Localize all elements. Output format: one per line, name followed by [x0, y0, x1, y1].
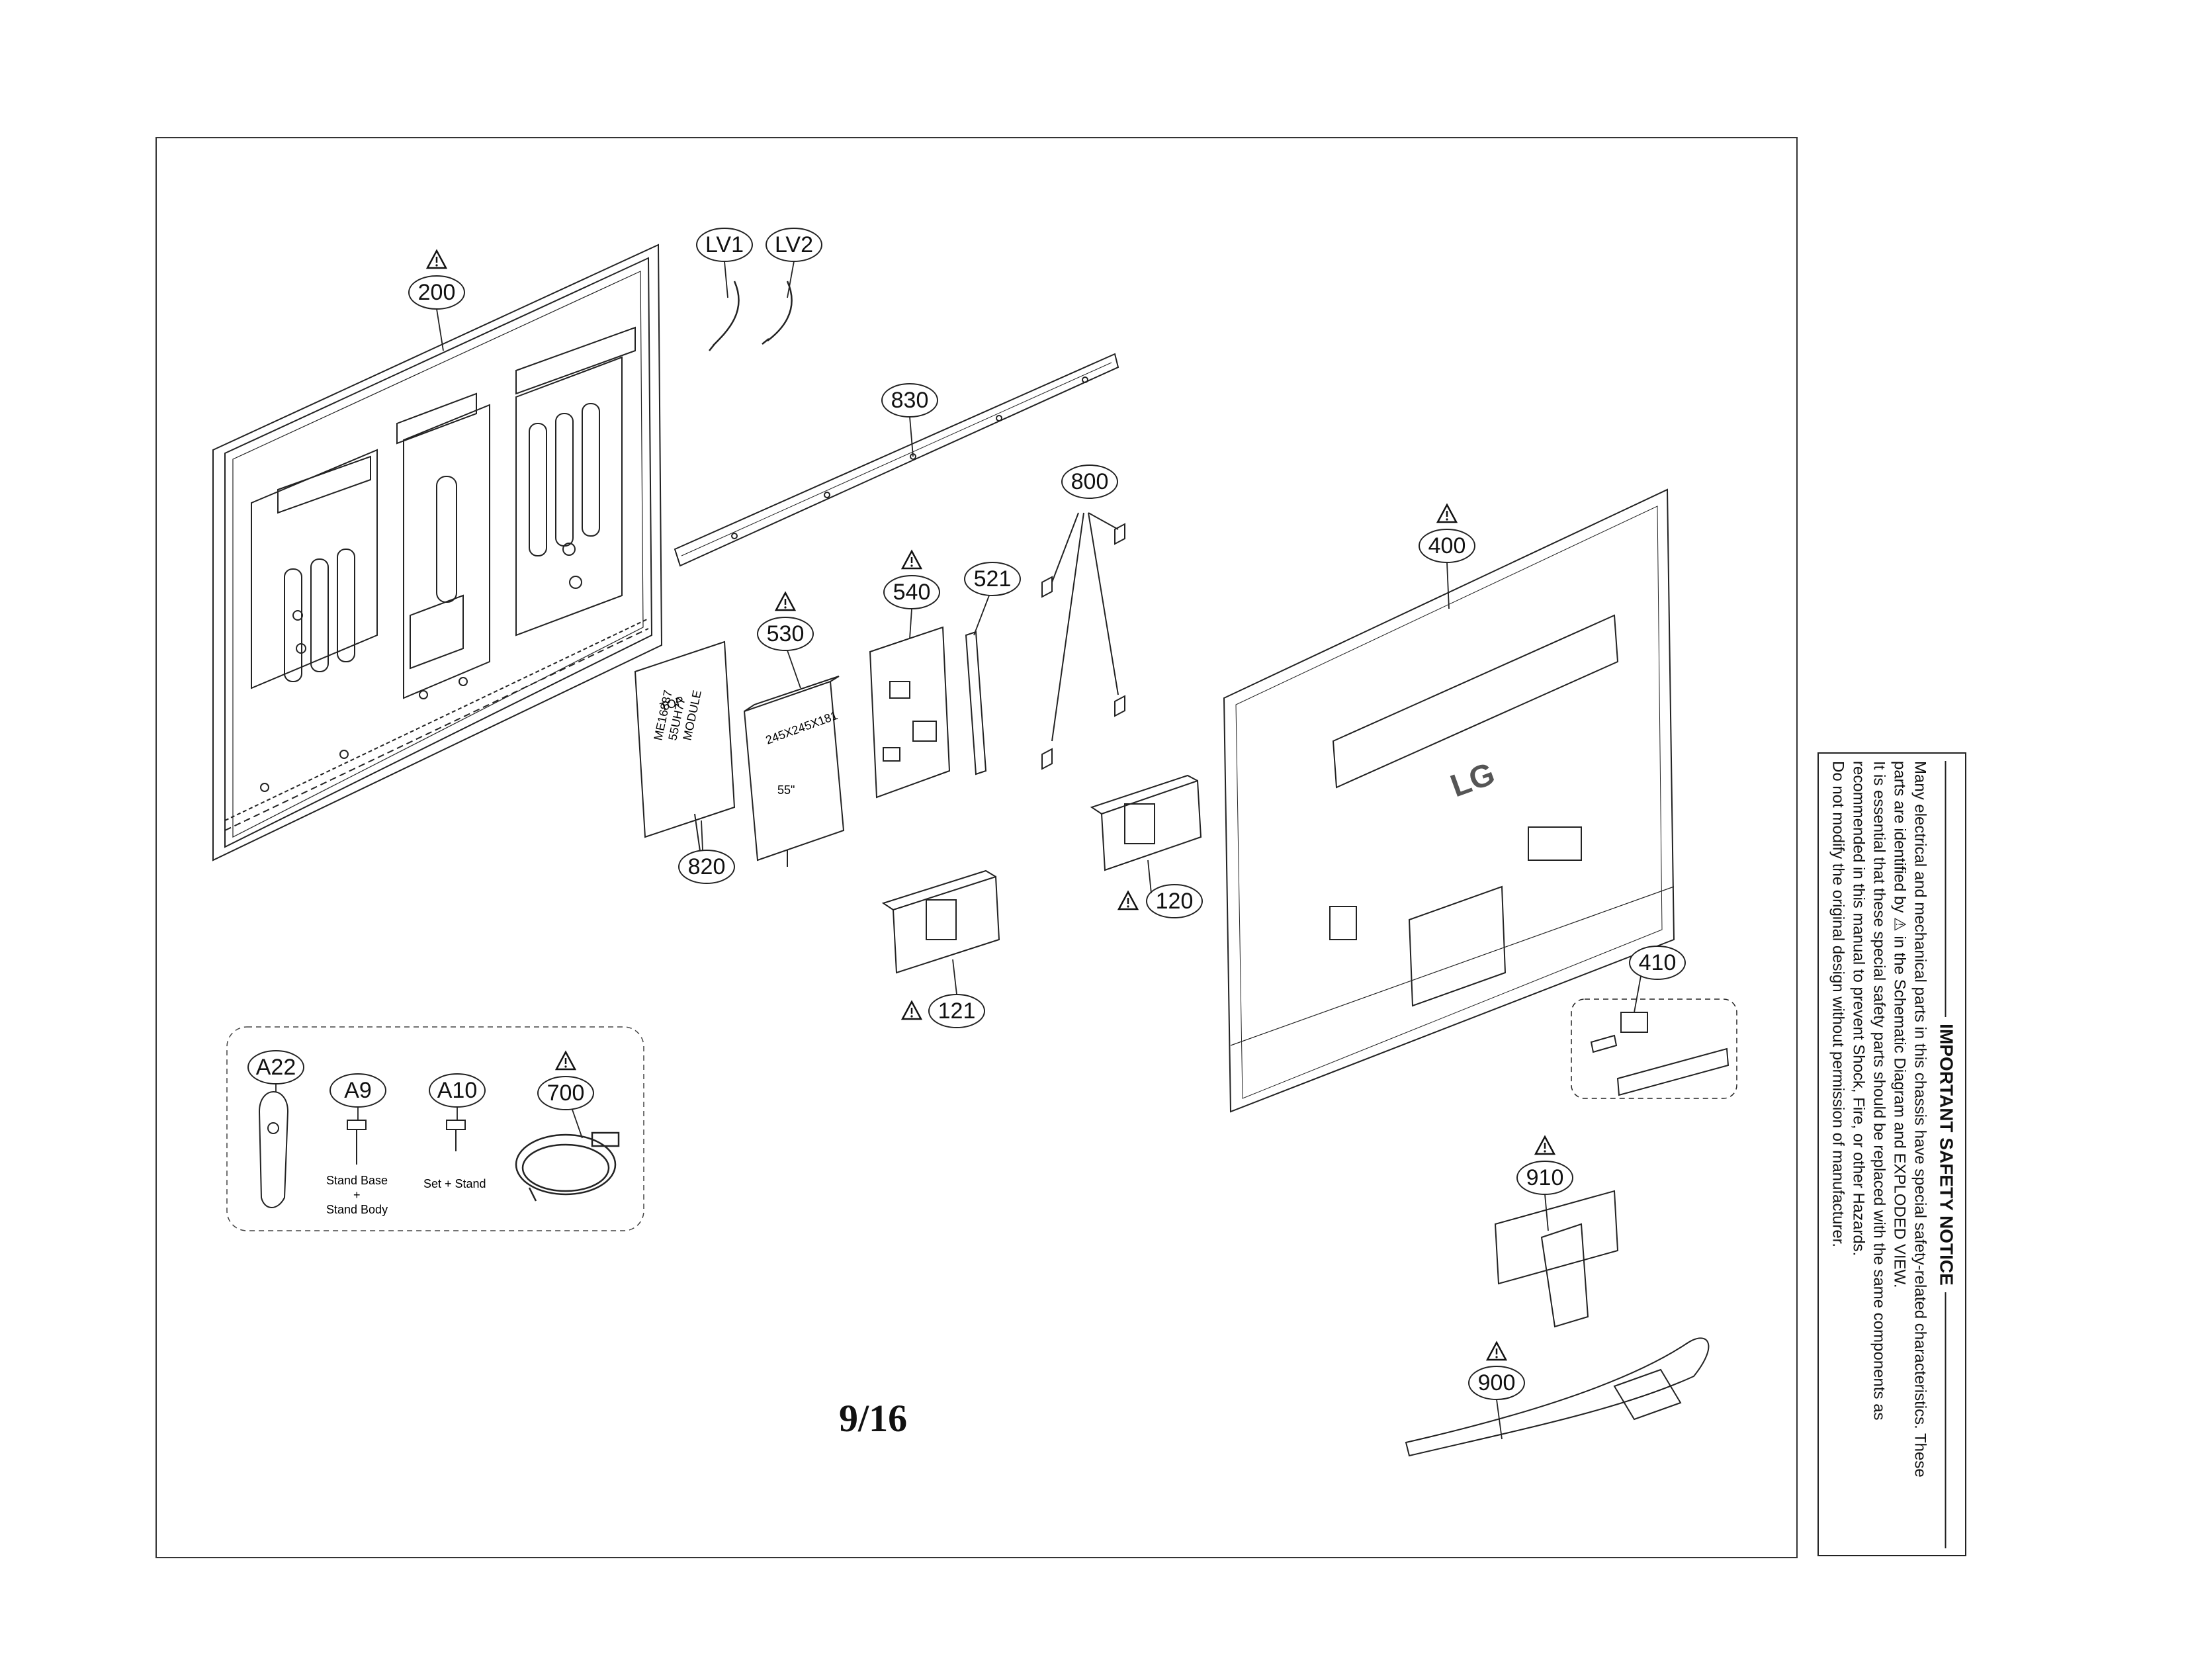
speaker-120: [1090, 774, 1202, 871]
label-plus: +: [353, 1188, 361, 1202]
callout-a22: A22: [256, 1055, 296, 1080]
callout-120: 120: [1156, 889, 1194, 914]
callout-900: 900: [1478, 1370, 1516, 1395]
warning-400-icon: [1436, 504, 1458, 523]
page-number: 9/16: [839, 1397, 908, 1440]
warning-540-icon: [901, 550, 922, 570]
callout-200: 200: [418, 280, 456, 305]
screw-a9-icon: [347, 1120, 367, 1165]
safety-notice-line4: recommended in this manual to prevent Sh…: [1849, 760, 1867, 1256]
safety-notice-body: Many electrical and mechanical parts in …: [1827, 761, 1930, 1548]
safety-notice-line5: Do not modify the original design withou…: [1829, 760, 1847, 1247]
callout-820: 820: [688, 854, 726, 879]
callout-410-bubble: [1629, 946, 1686, 980]
callout-800: 800: [1071, 469, 1109, 494]
callout-910: 910: [1526, 1165, 1564, 1190]
callout-400: 400: [1428, 533, 1466, 558]
accessories-group: [226, 1026, 644, 1231]
warning-900-icon: [1486, 1341, 1507, 1361]
callout-800-bubble: [1061, 464, 1118, 499]
callout-lv1: LV1: [705, 232, 744, 257]
leader-lines: [275, 261, 1641, 1440]
remote-control-icon: [258, 1091, 289, 1208]
label-stand-body: Stand Body: [326, 1203, 388, 1216]
clips-800: [1041, 512, 1125, 770]
callout-530-bubble: [757, 617, 814, 651]
warning-121-icon: [901, 1000, 922, 1020]
cable-lv2: [762, 281, 793, 345]
label-set-stand: Set + Stand: [423, 1177, 486, 1190]
brand-logo: LG: [1446, 756, 1500, 805]
screw-a10-icon: [446, 1120, 466, 1151]
callout-521-bubble: [964, 562, 1021, 596]
warning-530-icon: [775, 592, 796, 611]
diagram-frame: [155, 137, 1798, 1558]
callout-121: 121: [938, 998, 976, 1024]
callout-a9: A9: [344, 1078, 372, 1103]
callout-830: 830: [891, 388, 929, 413]
callout-530: 530: [767, 621, 805, 646]
box-size-label: 245X245X181: [764, 709, 840, 747]
callout-540: 540: [893, 580, 931, 605]
warning-120-icon: [1117, 891, 1139, 910]
safety-notice-line2: parts are identified by ⚠ in the Schemat…: [1890, 760, 1908, 1288]
label-stand-base: Stand Base: [326, 1174, 388, 1187]
callout-700-bubble: [537, 1076, 594, 1110]
warning-200-icon: [426, 249, 447, 269]
callout-a10: A10: [437, 1078, 478, 1103]
callout-521: 521: [974, 566, 1012, 592]
callout-410: 410: [1639, 950, 1677, 975]
safety-notice-content: IMPORTANT SAFETY NOTICE Many electrical …: [1827, 761, 1956, 1548]
cable-lv1: [709, 281, 740, 351]
callout-700: 700: [547, 1081, 585, 1106]
safety-notice-panel: IMPORTANT SAFETY NOTICE Many electrical …: [1817, 752, 1966, 1556]
box-inch-label: 55": [777, 783, 795, 797]
warning-700-icon: [555, 1051, 576, 1071]
stand-body-910: [1494, 1190, 1619, 1328]
safety-notice-line3: It is essential that these special safet…: [1870, 760, 1888, 1421]
stand-base-900: [1405, 1337, 1710, 1457]
warning-910-icon: [1534, 1135, 1555, 1155]
safety-notice-title-text: IMPORTANT SAFETY NOTICE: [1936, 1016, 1956, 1292]
speaker-121: [881, 869, 1000, 974]
bar-830: [674, 353, 1119, 567]
board-521: [965, 631, 987, 775]
sheet-820: [634, 641, 736, 861]
safety-notice-line1: Many electrical and mechanical parts in …: [1911, 760, 1929, 1478]
back-cover-400: [1223, 488, 1675, 1113]
power-cord-700-icon: [515, 1131, 620, 1202]
box-530: [743, 676, 845, 867]
parts-410-group: [1571, 998, 1737, 1099]
safety-notice-title: IMPORTANT SAFETY NOTICE: [1935, 761, 1956, 1548]
callout-120-bubble: [1146, 884, 1203, 918]
callout-820-bubble: [678, 850, 735, 884]
rear-chassis-200: [212, 243, 663, 862]
callout-lv2: LV2: [775, 232, 813, 257]
board-540: [869, 626, 951, 799]
